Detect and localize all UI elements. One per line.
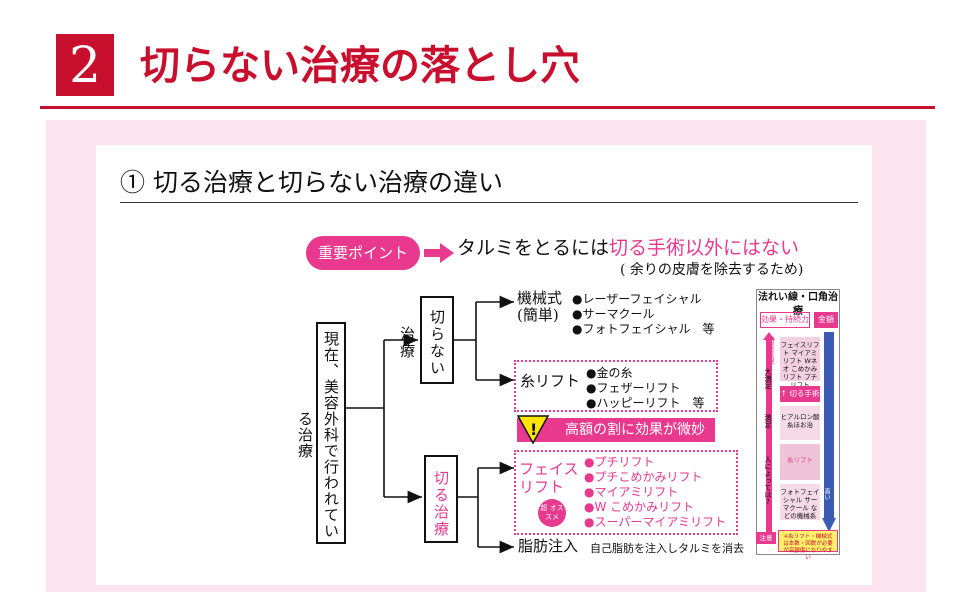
list-item: ●マイアミリフト — [584, 485, 679, 499]
list-item: ●レーザーフェイシャル — [572, 292, 702, 306]
section-number-badge: 2 — [56, 34, 114, 96]
recommend-badge: 超 オススメ — [538, 499, 566, 527]
machine-label: 機械式 (簡単) — [517, 289, 563, 324]
list-item: ●スーパーマイアミリフト — [584, 515, 727, 529]
node-non-surgical: 切らない治療 — [398, 296, 454, 384]
satisfaction-label: 満足 — [764, 414, 772, 428]
note-box: ※糸リフト・機械式は本数・回数が必要が高額傷になりやすい — [778, 530, 838, 561]
warning-mark: ! — [530, 420, 538, 439]
key-point-note: ( 余りの皮膚を除去するため) — [620, 262, 804, 278]
infographic-title: 法れい線・口角治療 — [758, 292, 838, 317]
key-point-pill: 重要ポイント — [306, 236, 420, 270]
list-item: ●プチこめかみリフト — [584, 470, 703, 484]
zone-thread: 糸リフト — [780, 444, 820, 480]
right-arrow-icon — [424, 243, 454, 263]
list-item: ●W こめかみリフト — [584, 500, 695, 514]
machine-list: ●レーザーフェイシャル ●サーマクール ●フォトフェイシャル 等 — [572, 292, 714, 337]
section-subtitle: ① 切る治療と切らない治療の違い — [120, 168, 503, 197]
face-lift-box — [514, 450, 738, 535]
list-item: ●サーマクール — [572, 307, 655, 321]
list-item: ●フォトフェイシャル 等 — [572, 322, 715, 336]
key-point-message: タルミをとるには切る手術以外にはない — [457, 234, 799, 262]
cost-tag: 金額 — [814, 312, 838, 328]
thread-lift-list: ●金の糸 ●フェザーリフト ●ハッピーリフト 等 — [586, 366, 704, 411]
effect-arrow-icon — [763, 332, 775, 532]
fat-injection-label: 脂肪注入 — [518, 537, 579, 555]
great-satisfaction-label: 大満足 — [764, 368, 772, 389]
zone-machines: フォトフェイシャル サーマクール などの機械系 — [780, 484, 820, 520]
key-point-message-text: タルミをとるには — [457, 237, 610, 259]
list-item: ●金の糸 — [586, 366, 633, 380]
thread-lift-box — [514, 360, 718, 412]
page-title: 切らない治療の落とし穴 — [140, 42, 580, 89]
fat-injection-desc: 自己脂肪を注入しタルミを消去 — [590, 542, 744, 555]
zone-face-lift: フェイスリフト マイアミリフト Wネオ こめかみリフト プチリフト — [780, 337, 820, 389]
cost-arrow-icon — [822, 332, 836, 532]
cost-high-label: 高い — [823, 488, 830, 500]
effect-tag: 効果・持続力 — [760, 312, 810, 328]
list-item: ●ハッピーリフト 等 — [586, 396, 705, 410]
note-tag: 注意 — [756, 532, 776, 544]
face-lift-label: フェイス リフト — [519, 460, 579, 496]
list-item: ●フェザーリフト — [586, 381, 681, 395]
title-divider — [40, 106, 935, 109]
key-point-emphasis: 切る手術以外にはない — [609, 237, 800, 259]
root-node-current-treatments: 現在、美容外科で行われている治療 — [296, 322, 346, 544]
thread-lift-label: 糸リフト — [520, 372, 581, 390]
zone-hyaluronic: ヒアルロン酸 糸ほお治 — [780, 406, 820, 440]
warning-banner: 高額の割に効果が微妙 — [517, 418, 715, 442]
face-lift-list: ●プチリフト ●プチこめかみリフト ●マイアミリフト ●W こめかみリフト ●ス… — [584, 455, 726, 530]
result-focus-label: 結果重視 — [767, 336, 775, 364]
list-item: ●プチリフト — [584, 455, 655, 469]
node-surgical: 切る治療 — [424, 455, 458, 543]
subtitle-divider — [120, 202, 858, 203]
depends-label: 人によっては? — [764, 456, 772, 506]
warning-icon — [516, 415, 550, 444]
zone-surgery: ↑ 切る手術 — [780, 386, 820, 402]
content-card — [96, 145, 872, 585]
